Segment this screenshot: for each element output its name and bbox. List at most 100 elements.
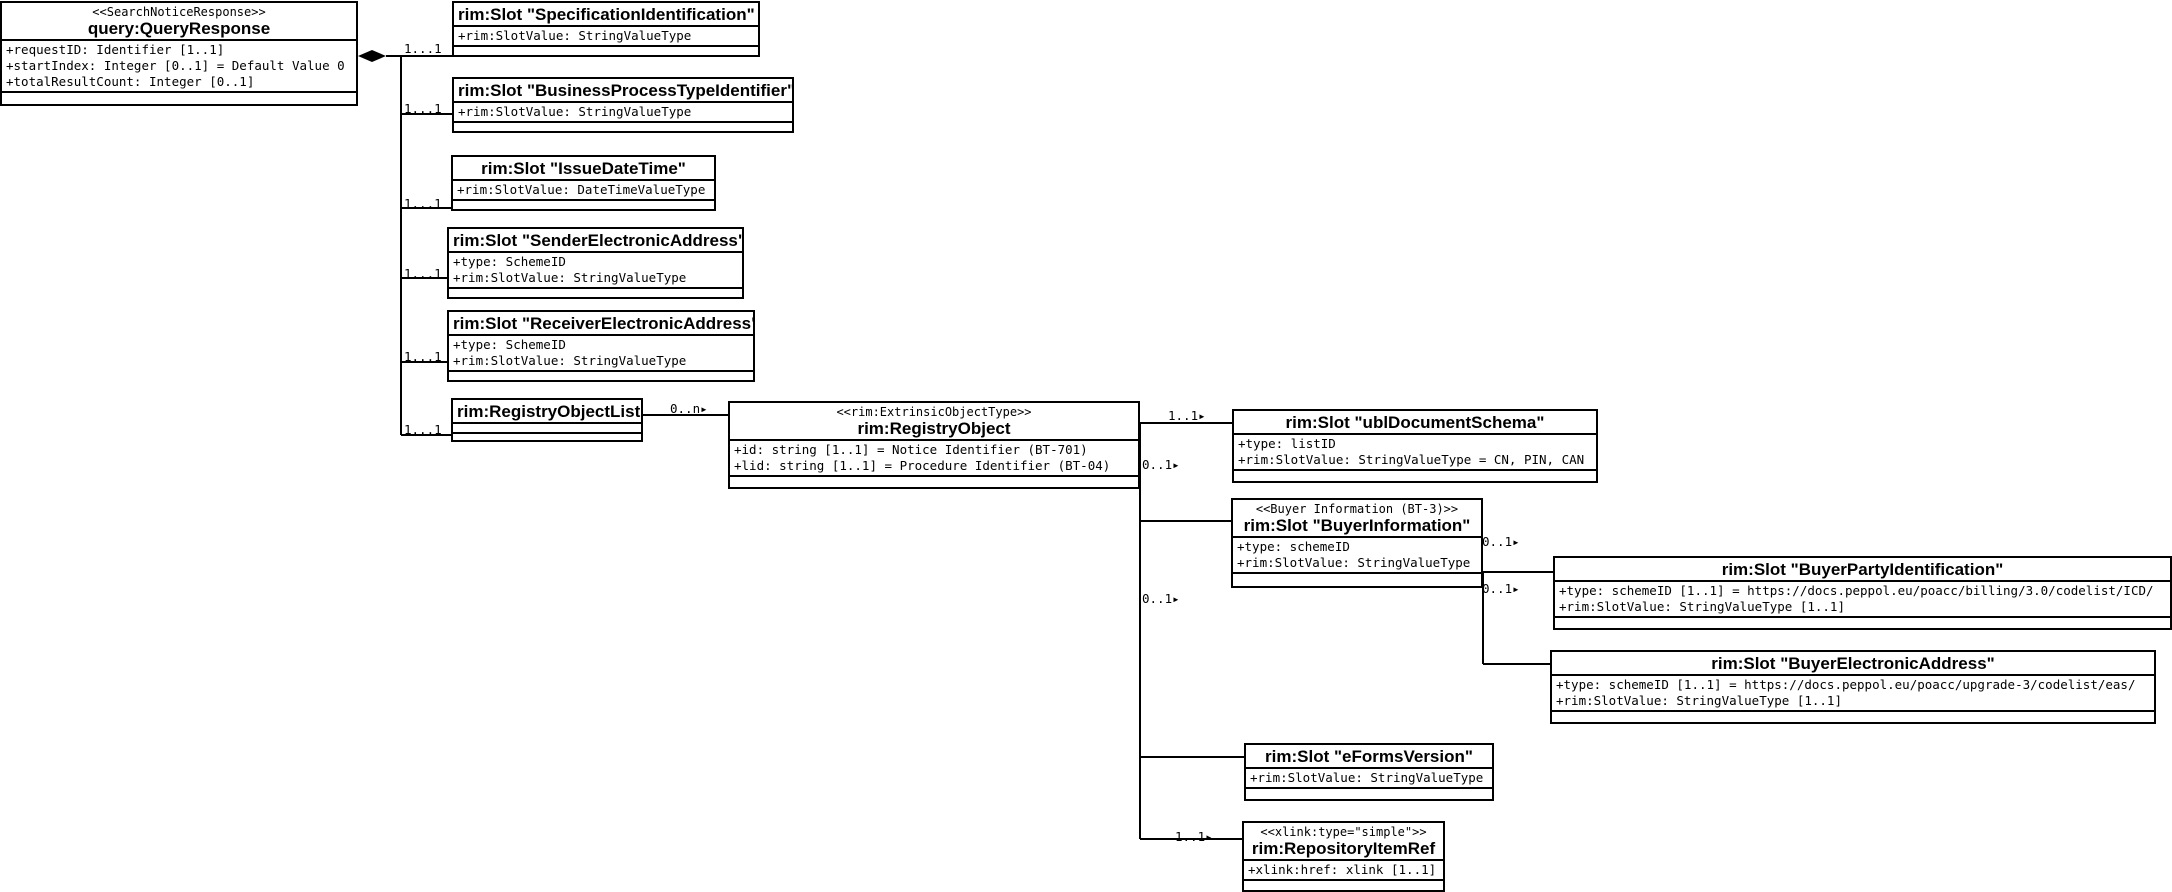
class-name: rim:Slot "BuyerInformation": [1243, 516, 1471, 535]
class-slot-buyer-electronic-address: rim:Slot "BuyerElectronicAddress" +type: …: [1550, 650, 2156, 724]
class-header: <<SearchNoticeResponse>>query:QueryRespo…: [2, 3, 356, 39]
class-attributes: +type: listID+rim:SlotValue: StringValue…: [1234, 433, 1596, 469]
multiplicity-m-ev: 0..1▸: [1142, 591, 1180, 606]
class-slot-buyer-information: <<Buyer Information (BT-3)>>rim:Slot "Bu…: [1231, 498, 1483, 588]
class-query-response: <<SearchNoticeResponse>>query:QueryRespo…: [0, 1, 358, 106]
class-attribute: +type: listID: [1238, 436, 1336, 451]
class-attribute: +type: SchemeID: [453, 337, 566, 352]
class-attribute: +totalResultCount: Integer [0..1]: [6, 74, 255, 89]
class-attribute: +id: string [1..1] = Notice Identifier (…: [734, 442, 1088, 457]
class-name: rim:Slot "IssueDateTime": [481, 159, 686, 178]
class-attribute: +rim:SlotValue: DateTimeValueType: [457, 182, 706, 197]
composition-diamond: [358, 50, 386, 62]
class-attribute: +rim:SlotValue: StringValueType = CN, PI…: [1238, 452, 1585, 467]
class-operations: [453, 432, 641, 440]
class-operations: [449, 370, 753, 378]
class-name: rim:Slot "SpecificationIdentification": [458, 5, 755, 24]
class-header: rim:Slot "SpecificationIdentification": [454, 3, 758, 25]
class-attributes: +type: SchemeID+rim:SlotValue: StringVal…: [449, 251, 742, 287]
multiplicity-m-rir: 1..1▸: [1175, 829, 1213, 844]
class-attribute: +requestID: Identifier [1..1]: [6, 42, 225, 57]
class-attribute: +rim:SlotValue: StringValueType [1..1]: [1556, 693, 1842, 708]
class-attributes: +type: schemeID [1..1] = https://docs.pe…: [1555, 580, 2170, 616]
multiplicity-m-rea: 1...1: [404, 349, 442, 364]
class-slot-specification-identification: rim:Slot "SpecificationIdentification" +r…: [452, 1, 760, 57]
class-attribute: +rim:SlotValue: StringValueType: [458, 28, 692, 43]
class-slot-eforms-version: rim:Slot "eFormsVersion" +rim:SlotValue: …: [1244, 743, 1494, 801]
class-slot-buyer-party-identification: rim:Slot "BuyerPartyIdentification" +type…: [1553, 556, 2172, 630]
class-attributes: +rim:SlotValue: StringValueType: [454, 25, 758, 45]
class-operations: [1233, 572, 1481, 580]
class-header: rim:Slot "IssueDateTime": [453, 157, 714, 179]
class-attribute: +rim:SlotValue: StringValueType: [453, 353, 687, 368]
class-name: rim:Slot "eFormsVersion": [1265, 747, 1473, 766]
multiplicity-m-uds: 1..1▸: [1168, 408, 1206, 423]
class-name: rim:Slot "BusinessProcessTypeIdentifier": [458, 81, 794, 100]
class-name: rim:Slot "BuyerPartyIdentification": [1721, 560, 2004, 579]
class-attribute: +lid: string [1..1] = Procedure Identifi…: [734, 458, 1111, 473]
class-header: rim:Slot "eFormsVersion": [1246, 745, 1492, 767]
class-name: query:QueryResponse: [87, 19, 271, 38]
class-attribute: +type: schemeID [1..1] = https://docs.pe…: [1556, 677, 2136, 692]
class-stereotype: <<xlink:type="simple">>: [1260, 825, 1427, 839]
class-slot-ubl-document-schema: rim:Slot "ublDocumentSchema"+type: listI…: [1232, 409, 1598, 483]
class-header: rim:Slot "ublDocumentSchema": [1234, 411, 1596, 433]
class-operations: [730, 475, 1138, 483]
multiplicity-m-ro: 0..n▸: [670, 401, 708, 416]
class-attributes: +rim:SlotValue: StringValueType: [1246, 767, 1492, 787]
class-operations: [1246, 787, 1492, 795]
class-name: rim:Slot "ReceiverElectronicAddress": [453, 314, 755, 333]
class-attribute: +rim:SlotValue: StringValueType: [1237, 555, 1471, 570]
class-name: rim:Slot "BuyerElectronicAddress": [1711, 654, 1995, 673]
class-operations: [454, 121, 792, 129]
class-name: rim:Slot "ublDocumentSchema": [1285, 413, 1545, 432]
class-header: rim:Slot "ReceiverElectronicAddress": [449, 312, 753, 334]
class-slot-sender-electronic-address: rim:Slot "SenderElectronicAddress"+type:…: [447, 227, 744, 299]
class-registry-object: <<rim:ExtrinsicObjectType>>rim:RegistryO…: [728, 401, 1140, 489]
class-attributes: +type: SchemeID+rim:SlotValue: StringVal…: [449, 334, 753, 370]
class-operations: [2, 91, 356, 99]
multiplicity-m-sea: 1...1: [404, 266, 442, 281]
class-attribute: +rim:SlotValue: StringValueType: [1250, 770, 1484, 785]
class-operations: [454, 45, 758, 53]
class-name: rim:Slot "SenderElectronicAddress": [453, 231, 744, 250]
multiplicity-m-rol: 1...1: [404, 422, 442, 437]
class-stereotype: <<SearchNoticeResponse>>: [92, 5, 266, 19]
multiplicity-m-idt: 1...1: [404, 196, 442, 211]
class-attributes: [453, 422, 641, 432]
class-header: rim:Slot "BuyerElectronicAddress": [1552, 652, 2154, 674]
multiplicity-m-bpi: 0..1▸: [1482, 534, 1520, 549]
class-slot-business-process-type-identifier: rim:Slot "BusinessProcessTypeIdentifier"…: [452, 77, 794, 133]
class-slot-issue-date-time: rim:Slot "IssueDateTime" +rim:SlotValue: …: [451, 155, 716, 211]
class-operations: [1552, 710, 2154, 718]
class-repository-item-ref: <<xlink:type="simple">>rim:RepositoryIte…: [1242, 821, 1445, 892]
class-attributes: +rim:SlotValue: DateTimeValueType: [453, 179, 714, 199]
class-operations: [1555, 616, 2170, 624]
class-stereotype: <<Buyer Information (BT-3)>>: [1255, 502, 1459, 516]
class-header: <<rim:ExtrinsicObjectType>>rim:RegistryO…: [730, 403, 1138, 439]
class-attribute: +type: SchemeID: [453, 254, 566, 269]
class-attributes: +type: schemeID [1..1] = https://docs.pe…: [1552, 674, 2154, 710]
class-attributes: +rim:SlotValue: StringValueType: [454, 101, 792, 121]
multiplicity-m-bea: 0..1▸: [1482, 581, 1520, 596]
multiplicity-m-bi: 0..1▸: [1142, 457, 1180, 472]
class-header: rim:RegistryObjectList: [453, 400, 641, 422]
class-operations: [1244, 879, 1443, 887]
class-header: <<Buyer Information (BT-3)>>rim:Slot "Bu…: [1233, 500, 1481, 536]
class-attribute: +type: schemeID [1..1] = https://docs.pe…: [1559, 583, 2154, 598]
class-operations: [1234, 469, 1596, 477]
class-attribute: +type: schemeID: [1237, 539, 1350, 554]
class-name: rim:RegistryObjectList: [457, 402, 641, 421]
class-attributes: +xlink:href: xlink [1..1]: [1244, 859, 1443, 879]
class-operations: [449, 287, 742, 295]
class-attributes: +requestID: Identifier [1..1]+startIndex…: [2, 39, 356, 91]
class-attribute: +startIndex: Integer [0..1] = Default Va…: [6, 58, 345, 73]
multiplicity-m-spec: 1...1: [404, 41, 442, 56]
class-name: rim:RepositoryItemRef: [1251, 839, 1436, 858]
class-attributes: +type: schemeID+rim:SlotValue: StringVal…: [1233, 536, 1481, 572]
class-attribute: +xlink:href: xlink [1..1]: [1248, 862, 1437, 877]
class-slot-receiver-electronic-address: rim:Slot "ReceiverElectronicAddress"+typ…: [447, 310, 755, 382]
class-attribute: +rim:SlotValue: StringValueType: [458, 104, 692, 119]
